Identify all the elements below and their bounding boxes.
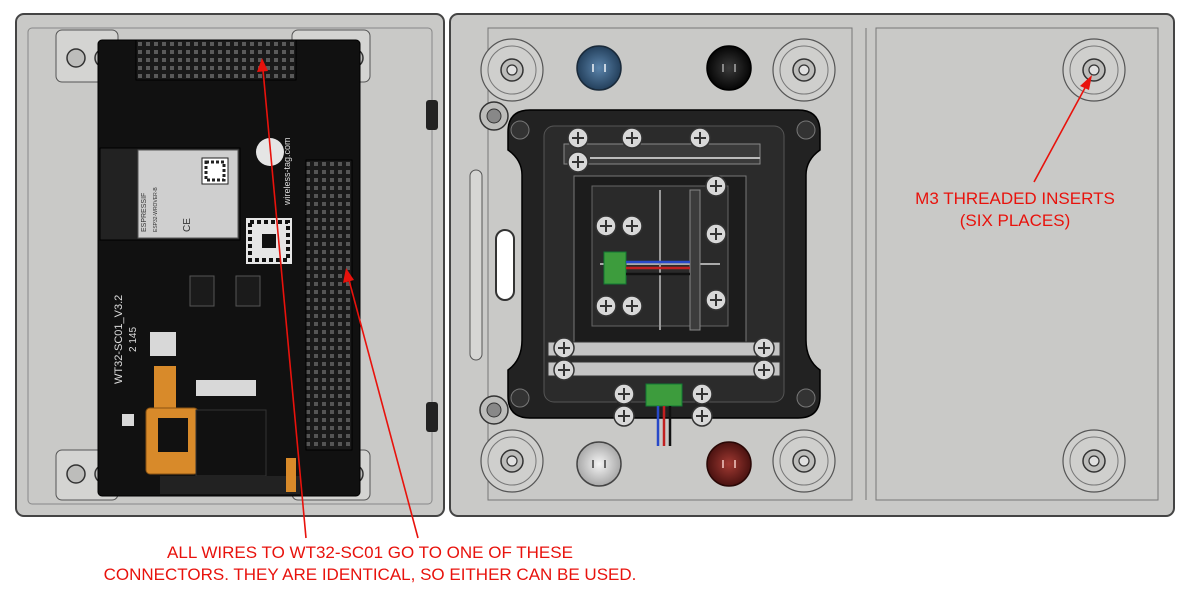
inserts-annotation: M3 THREADED INSERTS (SIX PLACES) (880, 188, 1150, 232)
wt32-sc01-board: ESPRESSIF ESP32-WROVER-B CE wireless-tag… (97, 39, 361, 497)
threaded-insert-2 (772, 38, 836, 102)
threaded-insert-4 (480, 429, 544, 493)
board-model-silkscreen: WT32-SC01_V3.2 (113, 295, 125, 384)
connector-green-top (603, 251, 627, 285)
side-header-connector (305, 159, 353, 451)
inserts-annotation-line1: M3 THREADED INSERTS (915, 189, 1115, 208)
top-header-connector (135, 39, 297, 81)
qr-code (246, 218, 292, 264)
joystick-assembly (507, 109, 821, 446)
brand-silkscreen: wireless-tag.com (282, 137, 292, 206)
threaded-insert-3 (1062, 38, 1126, 102)
module-brand: ESPRESSIF (141, 193, 148, 232)
leader-line-side-connector (343, 268, 419, 539)
hinge-screw-bottom (479, 395, 509, 425)
button-black (706, 45, 752, 91)
leader-line-inserts (1033, 75, 1092, 183)
hinge-screw-top (479, 101, 509, 131)
button-white (576, 441, 622, 487)
connectors-annotation-line2: CONNECTORS. THEY ARE IDENTICAL, SO EITHE… (103, 565, 637, 584)
button-red (706, 441, 752, 487)
touch-flex-cable (145, 366, 267, 477)
module-model: ESP32-WROVER-B (153, 187, 159, 232)
threaded-insert-5 (772, 429, 836, 493)
button-blue (576, 45, 622, 91)
connectors-annotation: ALL WIRES TO WT32-SC01 GO TO ONE OF THES… (70, 542, 670, 586)
leader-line-top-connector (257, 58, 307, 539)
board-date-silkscreen: 2 145 (128, 327, 139, 352)
inserts-annotation-line2: (SIX PLACES) (959, 211, 1071, 230)
threaded-insert-6 (1062, 429, 1126, 493)
esp32-module: ESPRESSIF ESP32-WROVER-B CE (99, 147, 241, 241)
ce-mark: CE (182, 218, 193, 232)
cable-slot (495, 229, 515, 301)
connectors-annotation-line1: ALL WIRES TO WT32-SC01 GO TO ONE OF THES… (167, 543, 573, 562)
connector-green-bottom (645, 383, 683, 407)
threaded-insert-1 (480, 38, 544, 102)
